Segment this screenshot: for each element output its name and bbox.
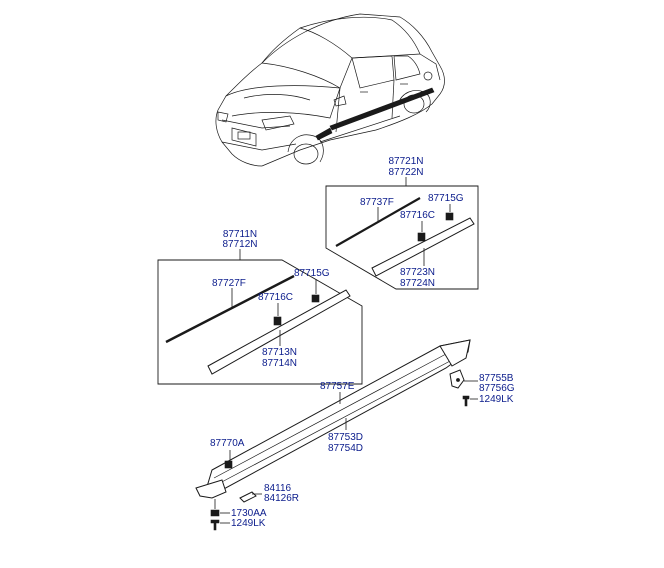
label-87711N: 87711N (223, 229, 257, 240)
label-87716C-right: 87716C (400, 210, 435, 221)
part-87716C-right (417, 232, 426, 242)
label-87755B: 87755B (479, 373, 514, 384)
part-87715G-right (445, 212, 454, 221)
label-87756G: 87756G (479, 383, 515, 394)
part-1249LK-right (462, 395, 470, 407)
part-87713N (207, 289, 351, 375)
rear-door-moulding-group: 87711N 87712N 87727F 87715G 87716C 87713… (157, 229, 363, 385)
part-87723N (371, 217, 475, 277)
label-1730AA: 1730AA (231, 508, 267, 519)
part-84116 (239, 491, 257, 503)
label-87722N: 87722N (388, 167, 423, 178)
label-87723N: 87723N (400, 267, 435, 278)
label-87757E: 87757E (320, 381, 355, 392)
part-87715G-left (311, 294, 320, 303)
part-87716C-left (273, 316, 282, 326)
label-87714N: 87714N (262, 358, 297, 369)
front-door-group-frame (325, 185, 479, 290)
rear-door-group-frame (157, 259, 363, 385)
part-1249LK-bottom (210, 519, 220, 531)
part-1730AA (210, 509, 220, 517)
sill-rear-end (439, 339, 471, 367)
car-illustration (215, 13, 445, 167)
part-87770A (224, 460, 233, 469)
side-sill-group: 87757E 87753D 87754D 87755B 87756G 1249L… (195, 339, 515, 531)
label-1249LK-right: 1249LK (479, 394, 514, 405)
label-87712N: 87712N (222, 239, 257, 250)
label-84126R: 84126R (264, 493, 299, 504)
label-87715G-right: 87715G (428, 193, 464, 204)
label-87713N: 87713N (262, 347, 297, 358)
label-87724N: 87724N (400, 278, 435, 289)
label-87753D: 87753D (328, 432, 363, 443)
label-87737F: 87737F (360, 197, 394, 208)
label-87770A: 87770A (210, 438, 245, 449)
label-87716C-left: 87716C (258, 292, 293, 303)
label-87727F: 87727F (212, 278, 246, 289)
label-87715G-left: 87715G (294, 268, 330, 279)
label-87721N: 87721N (388, 156, 423, 167)
sill-front-end (195, 479, 227, 499)
front-door-moulding-group: 87721N 87722N 87737F 87715G 87716C 87723… (325, 156, 479, 290)
part-87727F (165, 274, 295, 344)
label-87754D: 87754D (328, 443, 363, 454)
label-1249LK-bottom: 1249LK (231, 518, 266, 529)
label-84116: 84116 (264, 483, 292, 494)
